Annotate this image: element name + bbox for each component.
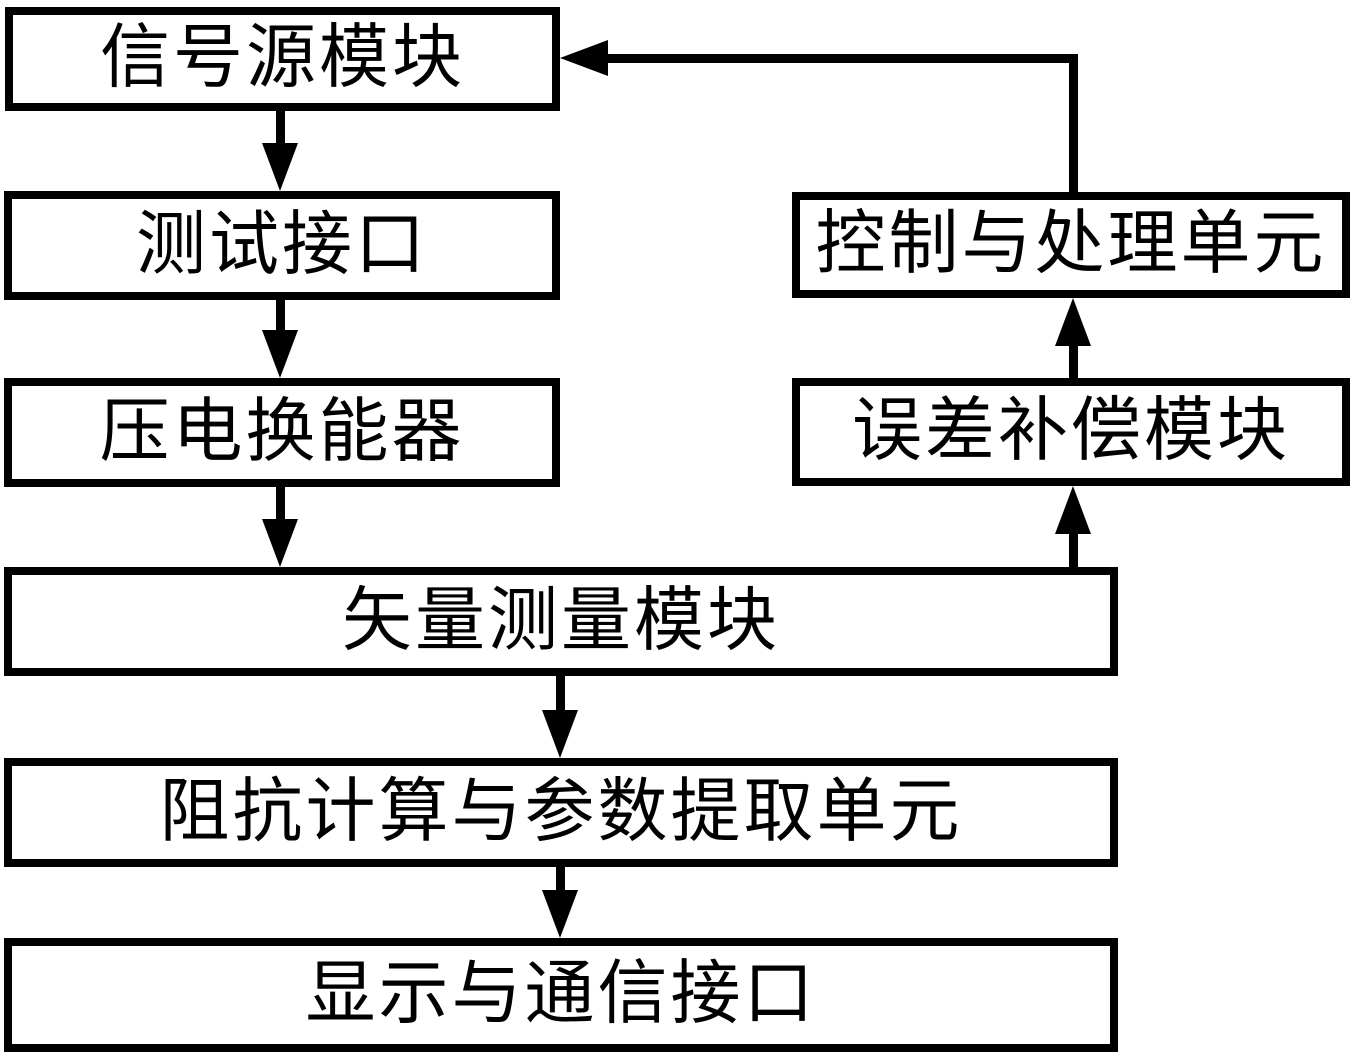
arrow-error-to-control-shaft bbox=[1069, 342, 1078, 380]
arrow-down-icon bbox=[262, 330, 298, 378]
node-control-processing-unit: 控制与处理单元 bbox=[792, 192, 1350, 298]
arrow-down-icon bbox=[262, 519, 298, 567]
node-impedance-calculation-parameter-extraction-unit-label: 阻抗计算与参数提取单元 bbox=[159, 773, 963, 851]
node-display-communication-interface: 显示与通信接口 bbox=[4, 938, 1118, 1052]
node-error-compensation-module: 误差补偿模块 bbox=[792, 378, 1350, 486]
arrow-impedance-to-display-shaft bbox=[556, 864, 565, 896]
feedback-horizontal-segment bbox=[600, 54, 1078, 63]
node-vector-measurement-module: 矢量测量模块 bbox=[4, 567, 1118, 676]
arrow-vector-to-impedance-shaft bbox=[556, 673, 565, 715]
node-signal-source-module: 信号源模块 bbox=[5, 7, 560, 111]
arrow-transducer-to-vector-shaft bbox=[276, 484, 285, 524]
node-error-compensation-module-label: 误差补偿模块 bbox=[852, 393, 1290, 470]
arrow-up-icon bbox=[1055, 298, 1091, 346]
arrow-up-icon bbox=[1055, 486, 1091, 534]
node-signal-source-module-label: 信号源模块 bbox=[100, 20, 465, 97]
arrow-down-icon bbox=[542, 890, 578, 938]
arrow-test-to-transducer-shaft bbox=[276, 297, 285, 335]
node-piezoelectric-transducer-label: 压电换能器 bbox=[99, 393, 465, 471]
arrow-left-icon bbox=[560, 40, 608, 76]
node-test-interface-label: 测试接口 bbox=[136, 206, 428, 284]
arrow-signal-to-test-shaft bbox=[276, 108, 285, 148]
arrow-down-icon bbox=[262, 143, 298, 191]
node-piezoelectric-transducer: 压电换能器 bbox=[4, 378, 560, 487]
node-control-processing-unit-label: 控制与处理单元 bbox=[815, 206, 1327, 283]
arrow-vector-to-error-shaft bbox=[1069, 530, 1078, 570]
node-vector-measurement-module-label: 矢量测量模块 bbox=[342, 582, 780, 660]
arrow-down-icon bbox=[542, 710, 578, 758]
feedback-vertical-segment bbox=[1069, 54, 1078, 194]
node-impedance-calculation-parameter-extraction-unit: 阻抗计算与参数提取单元 bbox=[4, 758, 1118, 867]
node-test-interface: 测试接口 bbox=[4, 191, 560, 300]
node-display-communication-interface-label: 显示与通信接口 bbox=[305, 956, 817, 1033]
